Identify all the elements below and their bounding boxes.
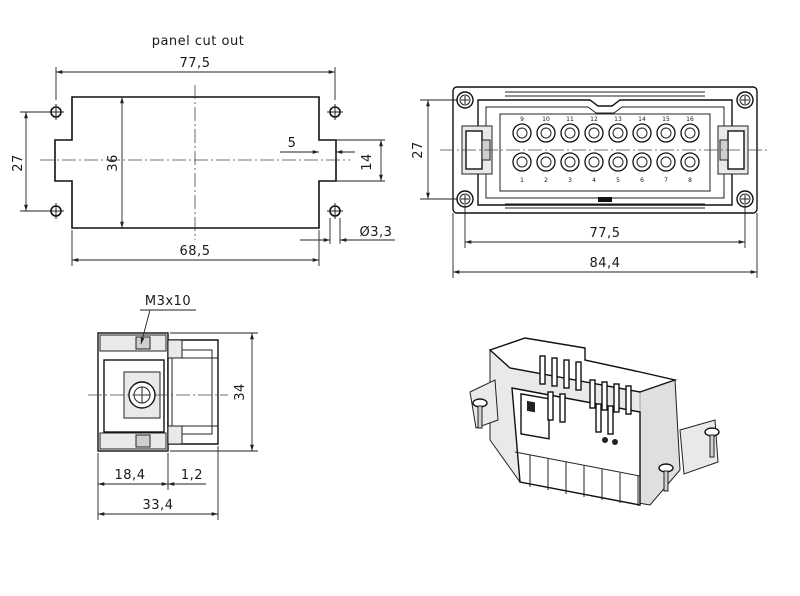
iso-label-plate: [520, 393, 550, 440]
dim-side-height: 34: [233, 383, 248, 401]
mounting-hole-icon: [327, 203, 343, 219]
screw-icon: [456, 91, 474, 109]
pin-number: 16: [686, 116, 694, 123]
panel-cutout-title: panel cut out: [152, 34, 245, 49]
contact-pin: 10: [536, 116, 556, 143]
pin-number: 1: [520, 177, 524, 184]
iso-pins: [539, 355, 632, 435]
contact-pin: 4: [584, 152, 604, 184]
latch-screw-top: [135, 336, 151, 350]
screw-icon: [736, 91, 754, 109]
pin-number: 15: [662, 116, 670, 123]
pin-number: 3: [568, 177, 572, 184]
screw-spec-label: M3x10: [145, 294, 191, 309]
mounting-hole-icon: [48, 203, 64, 219]
pin-number: 6: [640, 177, 644, 184]
screw-leader: [140, 309, 151, 345]
contact-pin: 16: [680, 116, 700, 143]
contact-pin: 7: [656, 152, 676, 184]
dim-front-overall-width: 84,4: [590, 256, 621, 271]
dim-side-depth-a: 18,4: [115, 468, 146, 483]
pin-number: 14: [638, 116, 646, 123]
contact-pin: 2: [536, 152, 556, 184]
dim-hole-diameter: Ø3,3: [360, 225, 393, 240]
panel-cutout-view: panel cut out 77,5 27: [11, 34, 395, 266]
latch-screw-bottom: [135, 434, 151, 448]
iso-earth-dot-icon: [602, 437, 608, 443]
pin-number: 5: [616, 177, 620, 184]
contact-pin: 15: [656, 116, 676, 143]
screw-icon: [456, 190, 474, 208]
dim-side-depth-b: 1,2: [181, 468, 203, 483]
mounting-hole-icon: [48, 104, 64, 120]
contact-pin: 11: [560, 116, 580, 143]
contact-pin: 6: [632, 152, 652, 184]
pin-number: 8: [688, 177, 692, 184]
dim-overall-width: 77,5: [180, 56, 211, 71]
dim-front-flange-width: 77,5: [590, 226, 621, 241]
contact-pin: 5: [608, 152, 628, 184]
pin-number: 2: [544, 177, 548, 184]
dim-inner-width: 68,5: [180, 244, 211, 259]
pin-number: 13: [614, 116, 622, 123]
dim-height-36: 36: [106, 154, 121, 172]
dim-slot-width: 14: [360, 153, 375, 171]
screw-icon: [736, 190, 754, 208]
pin-number: 4: [592, 177, 596, 184]
contact-pin: 1: [512, 152, 532, 184]
pin-number: 10: [542, 116, 550, 123]
iso-screw-icon: [704, 427, 720, 458]
contact-pin: 14: [632, 116, 652, 143]
side-view: M3x10 34 18,4 1,2 33,4: [88, 294, 258, 520]
dim-slot-depth: 5: [288, 136, 297, 151]
dim-front-height: 27: [411, 141, 426, 159]
iso-ribs: [514, 451, 641, 506]
mounting-hole-icon: [327, 104, 343, 120]
contact-pin: 3: [560, 152, 580, 184]
pin-number: 7: [664, 177, 668, 184]
pin-number: 9: [520, 116, 524, 123]
pin-number: 11: [566, 116, 574, 123]
dim-side-total-depth: 33,4: [143, 498, 174, 513]
front-housing: [477, 99, 733, 206]
contact-pin: 8: [680, 152, 700, 184]
contact-pin: 9: [512, 116, 532, 143]
side-insert: [167, 339, 219, 445]
contact-pin: 13: [608, 116, 628, 143]
isometric-view: [469, 337, 720, 506]
contact-pin: 12: [584, 116, 604, 143]
coding-mark: [598, 197, 612, 202]
dim-hole-spacing: 27: [11, 154, 26, 172]
iso-screw-icon: [658, 463, 674, 492]
iso-earth-dot-icon: [612, 439, 618, 445]
iso-screw-icon: [472, 398, 488, 429]
pin-number: 12: [590, 116, 598, 123]
cutout-outline: [54, 96, 337, 229]
